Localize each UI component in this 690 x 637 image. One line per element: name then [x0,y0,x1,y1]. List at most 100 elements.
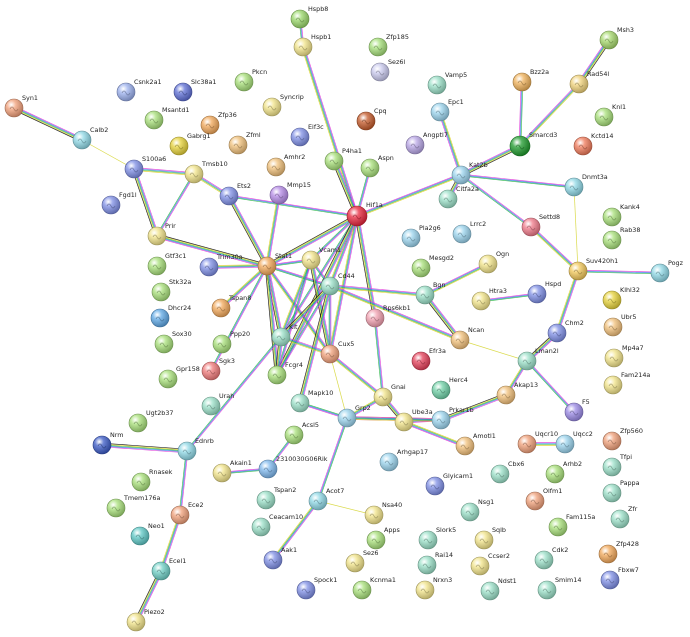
node-ceacam10[interactable]: Ceacam10 [251,513,303,537]
node-piezo2[interactable]: Piezo2 [126,608,165,632]
node-pkcn[interactable]: Pkcn [234,68,267,92]
node-nsa40[interactable]: Nsa40 [364,501,402,525]
node-acsl5[interactable]: Acsl5 [284,421,319,445]
node-kank4[interactable]: Kank4 [602,203,640,227]
node-rps6kb1[interactable]: Rps6kb1 [365,304,411,328]
node-tmsb10[interactable]: Tmsb10 [184,160,228,184]
node-syncrip[interactable]: Syncrip [262,93,304,117]
node-prkar1b[interactable]: Prkar1b [431,406,474,430]
node-zfp36[interactable]: Zfp36 [200,111,237,135]
node-kcnma1[interactable]: Kcnma1 [352,576,396,600]
node-spock1[interactable]: Spock1 [296,576,337,600]
node-kit[interactable]: Kit [271,323,298,347]
node-fcgr4[interactable]: Fcgr4 [267,361,303,385]
node-zfml[interactable]: Zfml [228,131,261,155]
node-vcam1[interactable]: Vcam1 [301,246,341,270]
node-slork5[interactable]: Slork5 [418,526,456,550]
node-htra3[interactable]: Htra3 [471,287,507,311]
node-ccser2[interactable]: Ccser2 [470,552,510,576]
node-ube3a[interactable]: Ube3a [394,408,433,432]
node-chm2[interactable]: Chm2 [547,319,584,343]
node-bzz2a[interactable]: Bzz2a [512,68,549,92]
node-ppp20[interactable]: Ppp20 [212,330,250,354]
node-cux5[interactable]: Cux5 [320,340,354,364]
node-klhl32[interactable]: Klhl32 [602,286,640,310]
node-aak1[interactable]: Aak1 [263,546,297,570]
node-efr3a[interactable]: Efr3a [411,347,446,371]
node-eif3c[interactable]: Eif3c [290,123,324,147]
node-uqcr10[interactable]: Uqcr10 [517,430,558,454]
node-dnmt3a[interactable]: Dnmt3a [564,173,608,197]
node-fgd1l[interactable]: Fgd1l [101,191,137,215]
node-nsg1[interactable]: Nsg1 [460,498,494,522]
node-hif1a[interactable]: Hif1a [346,201,383,227]
node-suv420h1[interactable]: Suv420h1 [568,257,618,281]
node-rai14[interactable]: Rai14 [417,551,453,575]
node-hspb8[interactable]: Hspb8 [290,5,328,29]
node-sox30[interactable]: Sox30 [154,330,192,354]
node-epc1[interactable]: Epc1 [430,98,464,122]
node-bgn[interactable]: Bgn [415,281,446,305]
node-ubr5[interactable]: Ubr5 [603,313,636,337]
node-gnai[interactable]: Gnai [373,383,406,407]
node-ogn[interactable]: Ogn [478,250,509,274]
node-acot7[interactable]: Acot7 [308,487,344,511]
node-ugt2b37[interactable]: Ugt2b37 [128,409,174,433]
node-cd44[interactable]: Cd44 [320,272,355,296]
node-ecel1[interactable]: Ecel1 [151,557,186,581]
node-pogz[interactable]: Pogz [650,259,684,283]
node-grp2[interactable]: Grp2 [337,404,371,428]
node-tmem176a[interactable]: Tmem176a [106,494,160,518]
node-prir[interactable]: Prir [147,222,176,246]
node-f5[interactable]: F5 [564,398,590,422]
node-tspan8[interactable]: Tspan8 [211,294,251,318]
node-fam214a[interactable]: Fam214a [603,371,650,395]
node-zfp428[interactable]: Zfp428 [598,540,639,564]
node-tfpi[interactable]: Tfpi [602,453,632,477]
node-sgk3[interactable]: Sgk3 [201,357,235,381]
node-hspb1[interactable]: Hspb1 [293,33,331,57]
node-msh3[interactable]: Msh3 [599,26,634,50]
node-sez6[interactable]: Sez6 [345,549,378,573]
node-zfp185[interactable]: Zfp185 [368,33,409,57]
node-ednrb[interactable]: Ednrb [177,437,214,461]
node-lman2l[interactable]: Lman2l [517,347,559,371]
node-syn1[interactable]: Syn1 [4,94,38,118]
node-urah[interactable]: Urah [201,392,234,416]
node-dhcr24[interactable]: Dhcr24 [150,304,191,328]
node-hspd[interactable]: Hspd [527,280,561,304]
node-herc4[interactable]: Herc4 [431,376,468,400]
node-rnasek[interactable]: Rnasek [131,468,173,492]
node-amhr2[interactable]: Amhr2 [266,153,305,177]
node-vamp5[interactable]: Vamp5 [427,71,467,95]
node-stk32a[interactable]: Stk32a [151,278,191,302]
node-settd8[interactable]: Settd8 [521,213,560,237]
node-pla2g6[interactable]: Pla2g6 [401,224,441,248]
node-uqcc2[interactable]: Uqcc2 [555,430,593,454]
node-ncan[interactable]: Ncan [450,326,484,350]
node-fam115a[interactable]: Fam115a [548,513,595,537]
node-gabrg1[interactable]: Gabrg1 [169,132,211,156]
node-angptl7[interactable]: Angptl7 [405,131,448,155]
node-gpr158[interactable]: Gpr158 [158,365,200,389]
node-rab38[interactable]: Rab38 [602,226,640,250]
node-2310030g06rik[interactable]: 2310030G06Rik [258,455,328,479]
node-mmp15[interactable]: Mmp15 [269,181,311,205]
node-ece2[interactable]: Ece2 [170,501,204,525]
node-akap13[interactable]: Akap13 [496,381,538,405]
node-cpq[interactable]: Cpq [356,107,387,131]
node-cdk2[interactable]: Cdk2 [534,546,568,570]
node-slc38a1[interactable]: Slc38a1 [173,78,216,102]
node-nrm[interactable]: Nrm [92,431,124,455]
node-mp4a7[interactable]: Mp4a7 [604,344,644,368]
node-glyicam1[interactable]: Glyicam1 [425,472,473,496]
node-smarcd3[interactable]: Smarcd3 [509,131,557,157]
node-zfp560[interactable]: Zfp560 [602,427,643,451]
node-msantd1[interactable]: Msantd1 [144,106,189,130]
node-citfa2a[interactable]: Citfa2a [438,185,479,209]
node-nrxn3[interactable]: Nrxn3 [415,576,452,600]
node-lrrc2[interactable]: Lrrc2 [452,220,486,244]
node-stat1[interactable]: Stat1 [257,252,292,276]
node-tspan2[interactable]: Tspan2 [256,486,296,510]
node-ndst1[interactable]: Ndst1 [480,577,517,601]
